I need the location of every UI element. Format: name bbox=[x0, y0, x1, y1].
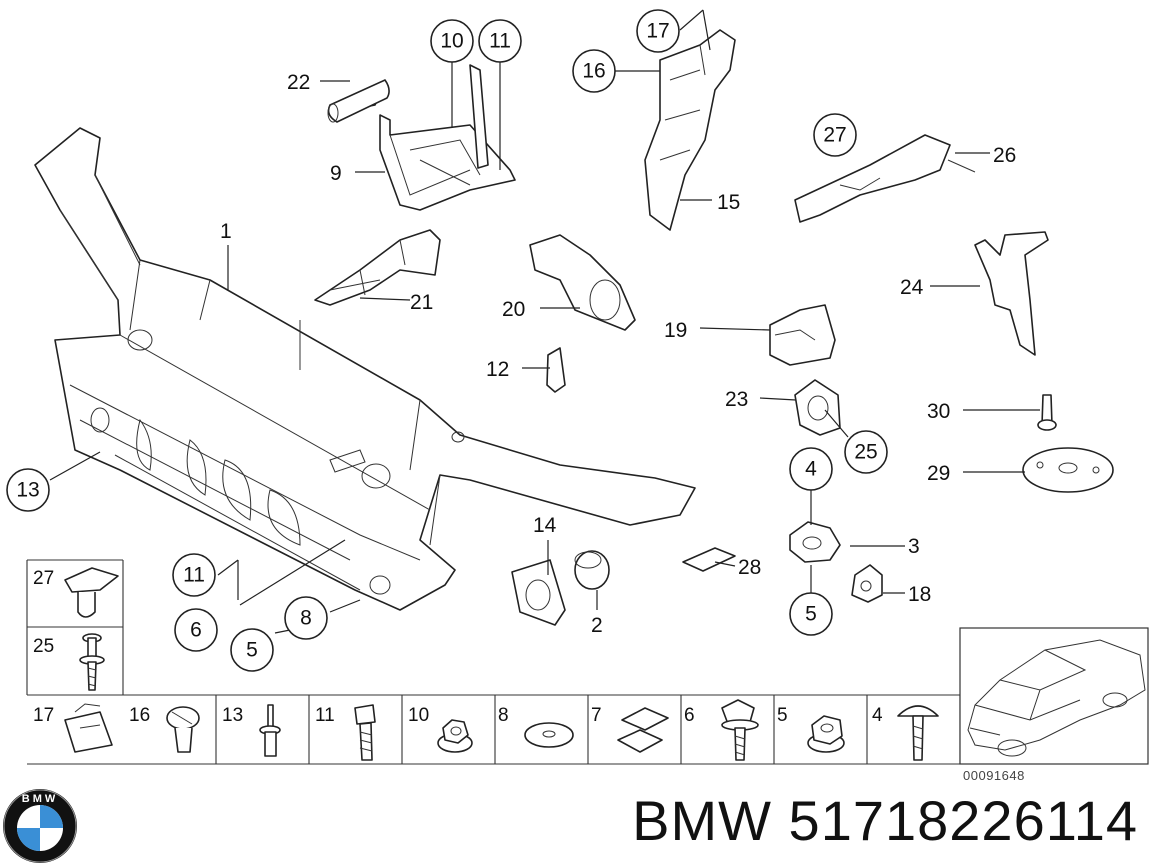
callout-8: 8 bbox=[300, 607, 312, 630]
clip-nut-icon-7[interactable] bbox=[617, 707, 669, 753]
callout-10: 10 bbox=[440, 30, 463, 53]
flange-nut-icon-10[interactable] bbox=[437, 719, 473, 753]
diagram-code: 00091648 bbox=[963, 768, 1025, 783]
bmw-roundel-icon: BMW bbox=[3, 789, 77, 863]
plug-part-2[interactable] bbox=[574, 550, 610, 590]
rubber-mount-part-3[interactable] bbox=[789, 521, 841, 563]
table-label-27: 27 bbox=[33, 568, 54, 589]
callout-21: 21 bbox=[410, 291, 433, 314]
callout-11-top: 11 bbox=[489, 30, 511, 53]
part-number-title: BMW 51718226114 bbox=[632, 789, 1138, 852]
bolt-icon-6[interactable] bbox=[721, 699, 759, 761]
air-guide-part-19[interactable] bbox=[769, 304, 836, 366]
callout-26: 26 bbox=[993, 144, 1016, 167]
callout-2: 2 bbox=[591, 614, 603, 637]
rubber-mount-part-18[interactable] bbox=[851, 564, 883, 603]
callout-6: 6 bbox=[190, 619, 202, 642]
seal-part-14[interactable] bbox=[511, 559, 566, 626]
callout-24: 24 bbox=[900, 276, 924, 299]
callout-17: 17 bbox=[646, 20, 669, 43]
bracket-part-9[interactable] bbox=[339, 64, 516, 211]
callout-11-bottom: 11 bbox=[183, 564, 205, 587]
table-label-11: 11 bbox=[315, 705, 335, 726]
svg-text:BMW: BMW bbox=[22, 793, 59, 805]
callout-1: 1 bbox=[220, 220, 232, 243]
table-label-5: 5 bbox=[777, 705, 788, 726]
front-panel-part[interactable] bbox=[34, 127, 696, 611]
callout-9: 9 bbox=[330, 162, 342, 185]
callout-labels: 1 22 9 21 15 26 24 20 19 12 23 30 29 3 1… bbox=[220, 71, 1016, 637]
nut-icon-5[interactable] bbox=[807, 715, 845, 753]
callout-25: 25 bbox=[854, 441, 877, 464]
bracket-part-21[interactable] bbox=[314, 229, 441, 306]
bolt-part-30[interactable] bbox=[1037, 394, 1057, 431]
screw-icon-25[interactable] bbox=[79, 633, 105, 691]
table-label-8: 8 bbox=[498, 705, 509, 726]
hardware-table: 27 25 17 16 13 11 10 8 7 6 5 4 bbox=[26, 559, 961, 765]
callout-27: 27 bbox=[823, 124, 846, 147]
callout-18: 18 bbox=[908, 583, 931, 606]
callout-3: 3 bbox=[908, 535, 920, 558]
callout-22: 22 bbox=[287, 71, 310, 94]
clip-icon-27[interactable] bbox=[64, 567, 119, 618]
table-label-16: 16 bbox=[129, 705, 150, 726]
callout-15: 15 bbox=[717, 191, 740, 214]
table-label-17: 17 bbox=[33, 705, 54, 726]
leader-lines bbox=[49, 9, 1040, 634]
cover-part-26[interactable] bbox=[794, 134, 976, 223]
bracket-part-24[interactable] bbox=[974, 231, 1049, 356]
table-label-13: 13 bbox=[222, 705, 243, 726]
bolt-icon-11[interactable] bbox=[354, 704, 376, 761]
callout-30: 30 bbox=[927, 400, 950, 423]
washer-icon-8[interactable] bbox=[524, 722, 574, 748]
knob-icon-16[interactable] bbox=[166, 706, 200, 753]
callout-14: 14 bbox=[533, 514, 557, 537]
callout-20: 20 bbox=[502, 298, 525, 321]
table-label-7: 7 bbox=[591, 705, 602, 726]
callout-5-left: 5 bbox=[246, 639, 258, 662]
table-label-6: 6 bbox=[684, 705, 695, 726]
duct-part-20[interactable] bbox=[529, 234, 636, 331]
callout-19: 19 bbox=[664, 319, 687, 342]
callout-29: 29 bbox=[927, 462, 950, 485]
callout-5-right: 5 bbox=[805, 603, 817, 626]
table-label-4: 4 bbox=[872, 705, 883, 726]
clip-icon-17[interactable] bbox=[64, 703, 113, 753]
table-label-10: 10 bbox=[408, 705, 429, 726]
callout-23: 23 bbox=[725, 388, 748, 411]
tube-part-22[interactable] bbox=[327, 79, 390, 123]
carriage-bolt-icon-4[interactable] bbox=[897, 705, 939, 761]
callout-12: 12 bbox=[486, 358, 509, 381]
label-part-28[interactable] bbox=[682, 547, 736, 572]
callout-28: 28 bbox=[738, 556, 761, 579]
callout-4: 4 bbox=[805, 458, 817, 481]
bushing-part-23[interactable] bbox=[794, 379, 841, 436]
table-label-25: 25 bbox=[33, 636, 54, 657]
clip-part-12[interactable] bbox=[546, 347, 566, 393]
vehicle-thumbnail bbox=[959, 627, 1149, 765]
rivet-icon-13[interactable] bbox=[259, 704, 281, 757]
washer-part-29[interactable] bbox=[1022, 447, 1114, 493]
callout-13: 13 bbox=[16, 479, 39, 502]
callout-16: 16 bbox=[582, 60, 605, 83]
air-duct-part-15[interactable] bbox=[644, 29, 736, 231]
circled-callouts: 10 11 17 16 27 25 4 5 13 11 6 8 5 bbox=[6, 9, 888, 672]
